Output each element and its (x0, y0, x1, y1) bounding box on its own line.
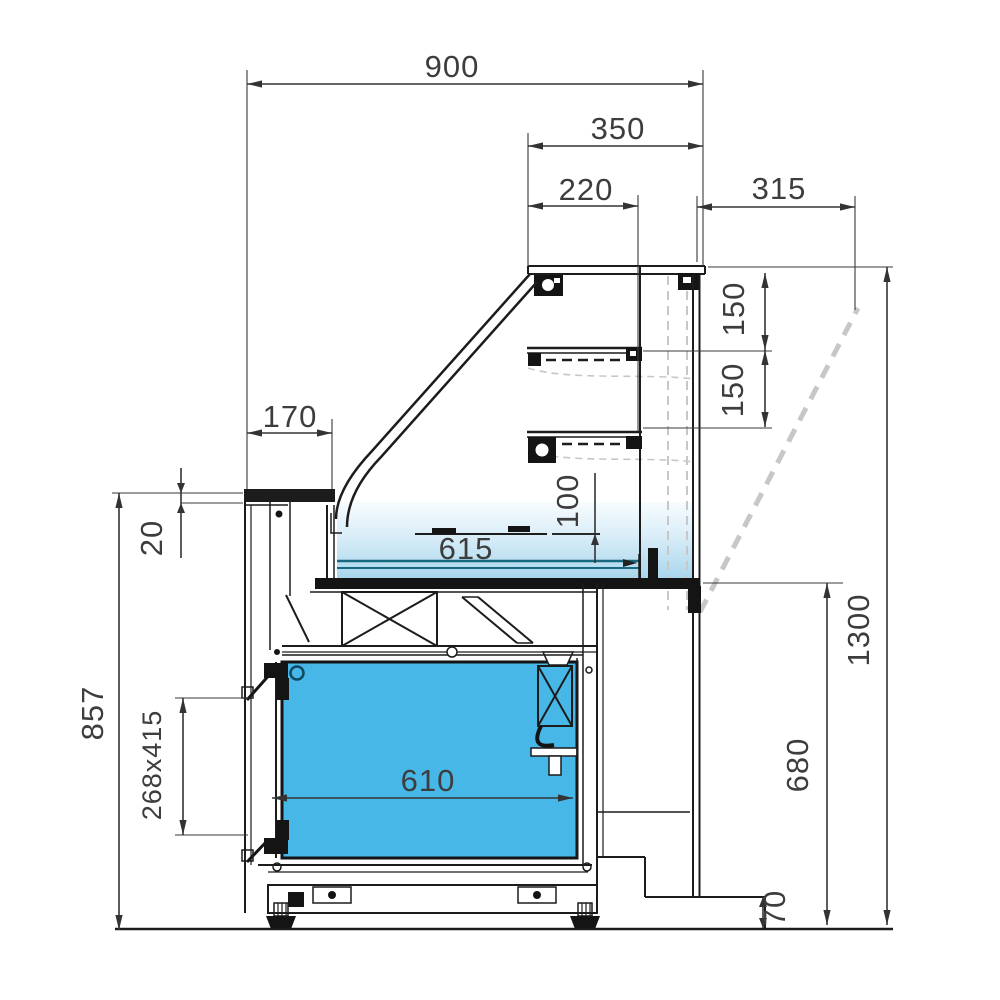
dim-shelf-gap-lower-label: 150 (715, 363, 750, 418)
dim-shelf-depth-label: 220 (559, 172, 614, 207)
air-duct (461, 596, 534, 644)
left-body-panels (244, 489, 335, 913)
well-floor-arrow (623, 559, 637, 567)
dim-canopy-depth-label: 350 (591, 111, 646, 146)
dimension-annotations (112, 70, 893, 930)
base-frame (258, 862, 598, 914)
dim-plinth-height-label: 70 (757, 890, 792, 926)
plinth-step (597, 856, 766, 929)
dimension-labels: 900 350 220 315 150 150 170 20 857 268x4… (75, 49, 876, 926)
dim-worktop-depth-label: 170 (263, 399, 318, 434)
deck-stud (432, 528, 456, 534)
foot-pad (266, 916, 296, 929)
shelf-bracket (528, 353, 541, 366)
display-well (315, 526, 701, 613)
canopy (527, 265, 706, 296)
worktop (245, 489, 335, 506)
middle-shelf (527, 346, 642, 366)
lower-shelf (527, 430, 642, 463)
dim-front-clearance-label: 315 (752, 171, 807, 206)
dim-worktop-height-label: 857 (75, 686, 110, 741)
glass-open-position-line (697, 306, 861, 614)
shelf-lamp (535, 443, 549, 457)
inclined-rear-glass (330, 273, 538, 534)
dim-well-width-label: 615 (439, 531, 494, 566)
dim-door-width-label: 610 (401, 763, 456, 798)
right-body-panels (582, 583, 766, 929)
drain-funnel (541, 651, 575, 666)
dim-overall-height-label: 1300 (841, 594, 876, 667)
canopy-lamp (542, 279, 554, 291)
well-glass-fill (337, 502, 692, 578)
storage-cabinet-interior (280, 660, 579, 860)
refrigerated-well (337, 502, 692, 578)
dim-front-panel-height-label: 680 (780, 738, 815, 793)
drain-pipe (535, 725, 555, 748)
dim-well-depth-label: 100 (550, 474, 585, 529)
cabinet-vent-hole (289, 665, 305, 681)
deck-stud-2 (508, 526, 530, 532)
door-hinge-bottom (241, 820, 289, 864)
door-hinge-top (241, 663, 289, 701)
well-floor-plate (315, 578, 700, 589)
dim-rear-opening-label: 268x415 (137, 710, 167, 821)
machine-compartment (282, 591, 597, 666)
hidden-lines (527, 276, 861, 614)
dim-shelf-gap-upper-label: 150 (716, 282, 751, 337)
shelf-cable-hidden-line (527, 367, 696, 380)
shelf-bracket-front-2 (626, 436, 642, 449)
dim-worktop-thickness-label: 20 (134, 520, 169, 556)
dim-overall-depth-label: 900 (425, 49, 480, 84)
adjustable-feet (266, 902, 600, 929)
foot-pad-2 (570, 916, 600, 929)
